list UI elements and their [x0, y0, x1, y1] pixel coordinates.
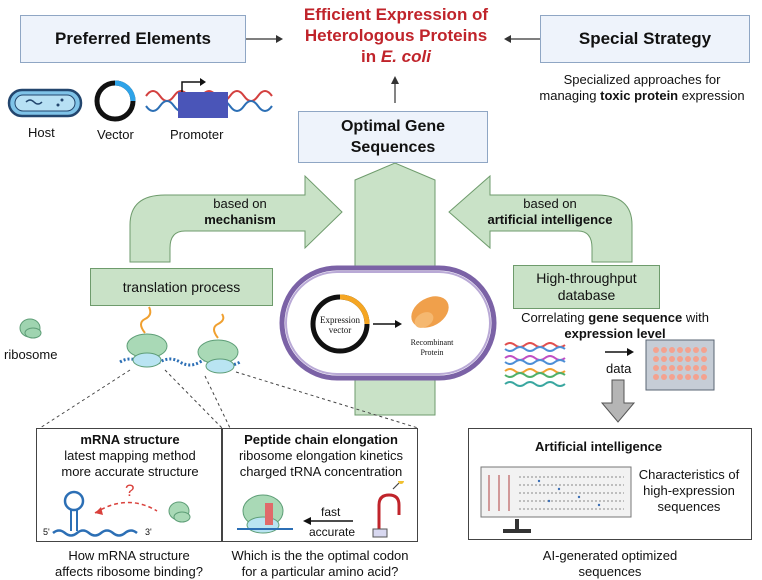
ribosome-label: ribosome [4, 347, 58, 362]
mechanism-label: based on mechanism [204, 196, 276, 227]
recombinant-protein-icon [411, 296, 449, 328]
sequence-strands-icon [504, 342, 566, 387]
ai-characteristics: Characteristics of high-expression seque… [638, 467, 740, 514]
ai-panel-title: Artificial intelligence [535, 439, 663, 454]
vector-icon [94, 80, 136, 122]
peptide-elongation-panel: Peptide chain elongation ribosome elonga… [222, 428, 418, 542]
special-strategy-label: Special Strategy [578, 29, 712, 48]
promoter-icon [145, 78, 273, 118]
peptide-caption: Which is the the optimal codon for a par… [231, 548, 409, 579]
peptide-panel-title: Peptide chain elongation [244, 432, 398, 447]
ai-curved-arrow [448, 174, 633, 263]
host-label: Host [28, 125, 55, 140]
mrna-question-mark: ? [125, 481, 135, 500]
ai-arrow-label: based on artificial intelligence [487, 196, 613, 227]
preferred-elements-box: Preferred Elements [20, 15, 246, 63]
elongation-icon [237, 481, 404, 538]
ribosome-icon [19, 318, 42, 339]
accurate-label: accurate [309, 525, 356, 539]
database-box: High-throughput database [513, 265, 660, 309]
microplate-icon [645, 339, 715, 391]
down-arrow [600, 379, 636, 423]
three-prime-label: 3' [145, 527, 152, 537]
promoter-label: Promoter [170, 127, 224, 142]
five-prime-label: 5' [43, 527, 50, 537]
mrna-hairpin-icon [52, 490, 191, 537]
correlation-text: Correlating gene sequence with expressio… [521, 310, 709, 341]
optimal-gene-box: Optimal Gene Sequences [298, 111, 488, 163]
mrna-panel-title: mRNA structure [80, 432, 180, 447]
mrna-strand [119, 306, 241, 374]
special-strategy-desc: Specialized approaches for managing toxi… [539, 72, 745, 103]
mechanism-curved-arrow [129, 174, 343, 263]
data-label: data [606, 361, 632, 376]
fast-label: fast [321, 505, 341, 519]
special-strategy-box: Special Strategy [540, 15, 750, 63]
main-title: Efficient Expression of Heterologous Pro… [303, 5, 489, 66]
host-icon [7, 88, 83, 118]
translation-process-box: translation process [90, 268, 273, 306]
ai-caption: AI-generated optimized sequences [542, 548, 678, 579]
ai-panel: Artificial intelligence Characteristics … [468, 428, 752, 540]
mrna-caption: How mRNA structure affects ribosome bind… [55, 548, 203, 579]
vector-label: Vector [97, 127, 134, 142]
mrna-structure-panel: mRNA structure latest mapping method mor… [36, 428, 222, 542]
preferred-elements-label: Preferred Elements [55, 29, 211, 48]
ai-monitor-icon [480, 466, 632, 533]
